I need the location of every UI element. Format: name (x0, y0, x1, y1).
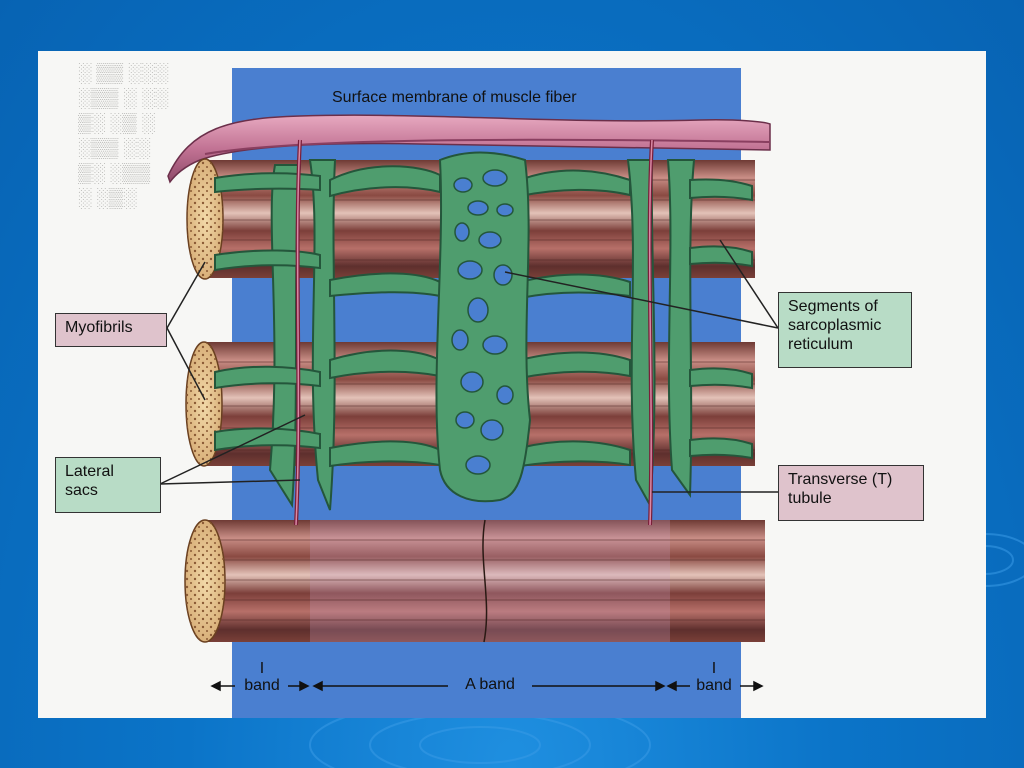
sarcoplasmic-reticulum-label: Segments of sarcoplasmic reticulum (778, 292, 912, 368)
i-band-right-line-1: I (711, 660, 717, 677)
myofibrils-label-text: Myofibrils (65, 319, 133, 336)
surface-membrane-label: Surface membrane of muscle fiber (332, 89, 577, 106)
faded-text-left: ░ ▒▒ ░░░░▒▒ ░ ░░▒░ ░▒ ░░▒▒ ░░▒░ ░▒▒░ ░▒░ (78, 63, 169, 209)
myofibril-bottom (184, 519, 765, 643)
a-band-label: A band (465, 676, 515, 693)
membrane-inner-line (204, 138, 771, 155)
i-band-left-line-1: I (259, 660, 265, 677)
lateral-sacs-label: Lateral sacs (55, 457, 161, 513)
i-band-right-label: I band (692, 660, 736, 694)
t-tubule-line-2: tubule (788, 490, 832, 507)
segments-line-3: reticulum (788, 336, 853, 353)
myofibrils-label: Myofibrils (55, 313, 167, 347)
t-tubule-line-1: Transverse (T) (788, 471, 893, 488)
lateral-sacs-line-2: sacs (65, 482, 98, 499)
segments-line-1: Segments of (788, 298, 878, 315)
surface-membrane (167, 114, 771, 184)
leader-lines (159, 239, 779, 493)
lateral-sacs-line-1: Lateral (65, 463, 114, 480)
i-band-left-label: I band (240, 660, 284, 694)
transverse-tubules-highlight (295, 139, 653, 526)
segments-line-2: sarcoplasmic (788, 317, 882, 334)
reticulum-fenestrations (451, 169, 514, 475)
t-tubule-label: Transverse (T) tubule (778, 465, 924, 521)
i-band-left-line-2: band (244, 677, 280, 694)
i-band-right-line-2: band (696, 677, 732, 694)
